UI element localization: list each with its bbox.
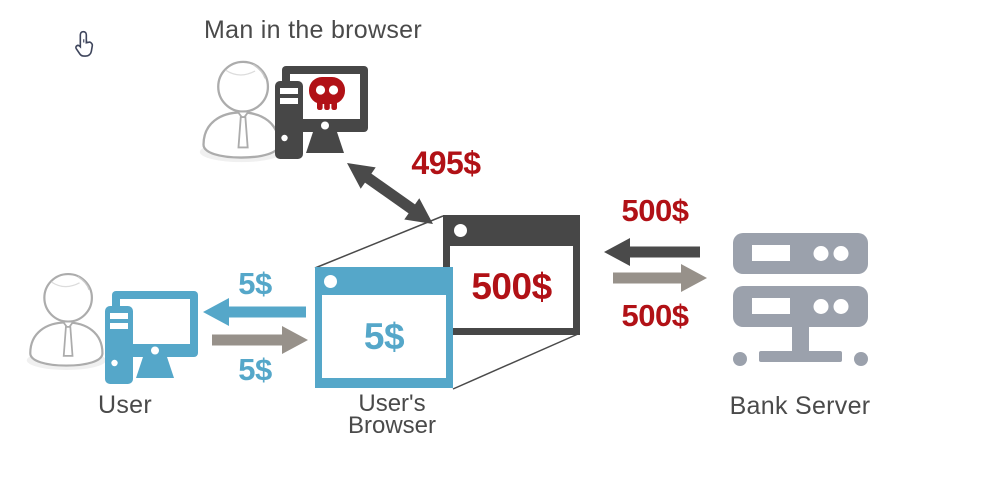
window-dot: [454, 224, 467, 237]
user-computer-icon: [105, 291, 200, 386]
arrow-user-to-browser-icon: [212, 326, 308, 354]
fake-window-content: 5$: [322, 295, 446, 378]
user-person-icon: [25, 268, 113, 376]
users-browser-label: User's Browser: [328, 390, 456, 439]
amount-real-transaction: 500$: [471, 266, 552, 307]
diagram-title: Man in the browser: [204, 16, 422, 44]
amount-user-to-browser: 5$: [238, 352, 272, 387]
arrow-browser-to-user-icon: [203, 298, 306, 326]
real-window-content: 500$: [450, 246, 573, 328]
amount-fake-display: 5$: [363, 315, 405, 357]
real-browser-window: 500$: [443, 215, 580, 335]
bank-server-label: Bank Server: [729, 392, 871, 420]
users-browser-label-line1: User's: [358, 390, 426, 417]
amount-attacker-browser: 495$: [411, 145, 481, 181]
user-label: User: [98, 391, 152, 419]
users-browser-label-line2: Browser: [347, 412, 437, 439]
fake-browser-window: 5$: [315, 267, 453, 388]
amount-server-to-browser: 500$: [621, 193, 689, 228]
skull-icon: [309, 77, 345, 110]
window-dot: [324, 275, 337, 288]
amount-browser-to-user: 5$: [238, 266, 272, 301]
amount-browser-to-server: 500$: [621, 298, 689, 333]
hand-cursor-icon: [75, 30, 94, 57]
double-arrow-icon: [347, 163, 433, 224]
arrow-server-to-browser-icon: [604, 238, 700, 266]
bank-server-icon: [733, 233, 868, 366]
arrow-browser-to-server-icon: [613, 264, 707, 292]
